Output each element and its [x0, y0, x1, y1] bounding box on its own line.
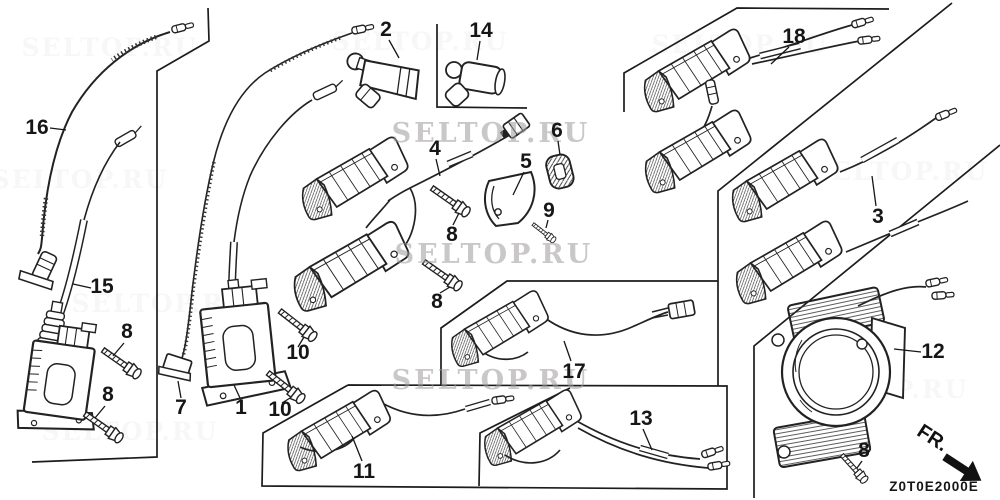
part-label-10: 10	[268, 398, 291, 421]
watermark: SELTOP.RU	[392, 118, 591, 149]
group17-border	[440, 280, 718, 386]
part-label-5: 5	[520, 150, 532, 173]
part-15-coil-assembly	[16, 125, 142, 431]
part-3-coil-set	[721, 105, 969, 309]
callout-8-left-upper: 8	[112, 320, 133, 357]
group18-border	[623, 7, 890, 112]
part-label-9: 9	[543, 199, 555, 222]
callout-14: 14	[469, 19, 493, 61]
part-label-1: 1	[235, 396, 247, 419]
callouts: 16 15 8 8 7 1 10 10	[25, 18, 944, 483]
callout-11: 11	[351, 435, 376, 483]
callout-8-left-lower: 8	[94, 383, 114, 419]
part-17-coil	[441, 288, 696, 372]
part-13-coil	[474, 387, 731, 472]
part-label-11: 11	[353, 460, 376, 483]
part-label-16: 16	[25, 116, 48, 139]
part-7-lead-wire	[157, 22, 375, 382]
part-2-plug-cap	[346, 52, 420, 109]
left-group-border	[31, 7, 210, 463]
callout-8-mid-upper: 8	[446, 212, 460, 246]
part-label-6: 6	[551, 119, 563, 142]
part-label-12: 12	[921, 340, 944, 363]
callout-17: 17	[562, 340, 586, 383]
callout-13: 13	[629, 407, 653, 451]
watermark-ghost: SELTOP.RU	[22, 33, 199, 62]
part-label-8: 8	[858, 439, 870, 462]
part-label-10: 10	[286, 341, 309, 364]
part-label-14: 14	[469, 19, 493, 42]
part-label-2: 2	[380, 18, 392, 41]
cable16-connector	[18, 251, 58, 291]
callout-6: 6	[551, 119, 563, 156]
watermark: SELTOP.RU	[392, 365, 591, 396]
part-label-7: 7	[175, 396, 187, 419]
group12-border	[753, 144, 1000, 498]
part-5-bracket	[483, 170, 536, 228]
part-label-4: 4	[429, 137, 441, 160]
callout-8-mid-lower: 8	[431, 286, 451, 313]
part7-terminal	[157, 353, 193, 382]
callout-7: 7	[175, 380, 187, 419]
part-11-coil	[277, 388, 515, 476]
part-4-harness-coils	[282, 112, 531, 317]
part-12-stator	[771, 275, 955, 469]
watermarks: SELTOP.RU SELTOP.RU SELTOP.RU	[392, 118, 594, 396]
part-label-13: 13	[629, 407, 652, 430]
callout-4: 4	[429, 137, 441, 177]
part17-connector	[667, 299, 696, 320]
part-16-cable	[18, 20, 195, 291]
part-18-coil-set	[633, 14, 881, 198]
callout-2: 2	[380, 18, 400, 59]
part-label-8: 8	[446, 223, 458, 246]
coil1-body	[199, 277, 292, 407]
group11-13-border	[261, 384, 728, 490]
part-6-grommet	[545, 153, 575, 190]
callout-15: 15	[72, 275, 114, 298]
callout-18: 18	[770, 25, 806, 65]
watermark: SELTOP.RU	[395, 239, 594, 270]
diagram-code: Z0T0E2000E	[889, 479, 979, 494]
callout-16: 16	[25, 116, 67, 139]
callout-3: 3	[871, 175, 884, 228]
callout-10-upper: 10	[286, 336, 310, 364]
callout-10-lower: 10	[268, 397, 292, 421]
callout-1: 1	[233, 384, 247, 419]
part-label-3: 3	[872, 205, 884, 228]
group3-border	[717, 2, 953, 386]
inline-connector	[704, 79, 720, 105]
part-label-18: 18	[782, 25, 806, 48]
part-1-coil-assembly	[199, 79, 344, 407]
part-label-8: 8	[431, 290, 443, 313]
part-label-8: 8	[121, 320, 133, 343]
watermark-ghost: SELTOP.RU	[0, 165, 168, 194]
callout-8-bottom-right: 8	[856, 439, 870, 469]
coil15-body	[16, 322, 98, 431]
part-14-plug-cap	[444, 61, 506, 107]
cap14-border	[436, 24, 528, 109]
part-label-15: 15	[90, 275, 114, 298]
callout-12: 12	[893, 340, 945, 363]
watermark-ghost: SELTOP.RU	[812, 157, 989, 186]
fr-arrow-icon	[942, 453, 982, 482]
callout-5: 5	[512, 150, 532, 196]
part-label-17: 17	[562, 360, 585, 383]
fr-label: FR.	[913, 420, 952, 456]
cable1-tip	[312, 79, 344, 101]
harness4-connector	[499, 112, 531, 140]
part-label-8: 8	[102, 383, 114, 406]
callout-9: 9	[543, 199, 555, 229]
